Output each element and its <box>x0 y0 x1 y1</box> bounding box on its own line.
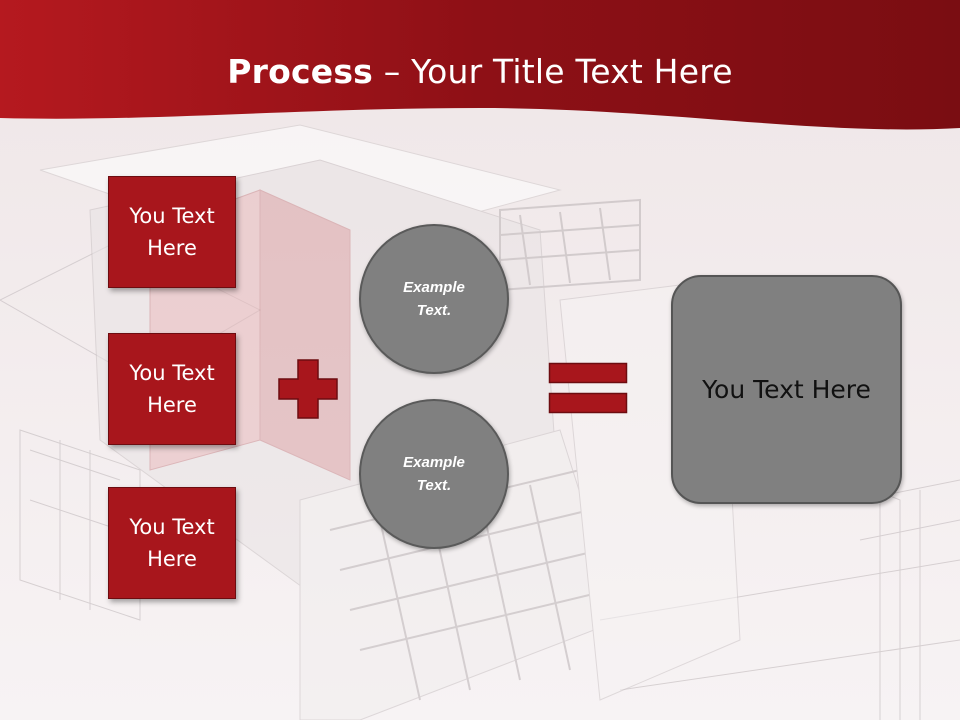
input-box-1: You Text Here <box>108 176 236 288</box>
example-circle-2: Example Text. <box>359 399 509 549</box>
result-box: You Text Here <box>671 275 902 504</box>
equals-icon <box>548 362 628 414</box>
title-rest: – Your Title Text Here <box>373 52 733 91</box>
input-box-3: You Text Here <box>108 487 236 599</box>
title-bold: Process <box>227 52 374 91</box>
slide-title: Process – Your Title Text Here <box>0 52 960 91</box>
example-circle-1: Example Text. <box>359 224 509 374</box>
input-box-2: You Text Here <box>108 333 236 445</box>
plus-icon <box>278 359 338 419</box>
